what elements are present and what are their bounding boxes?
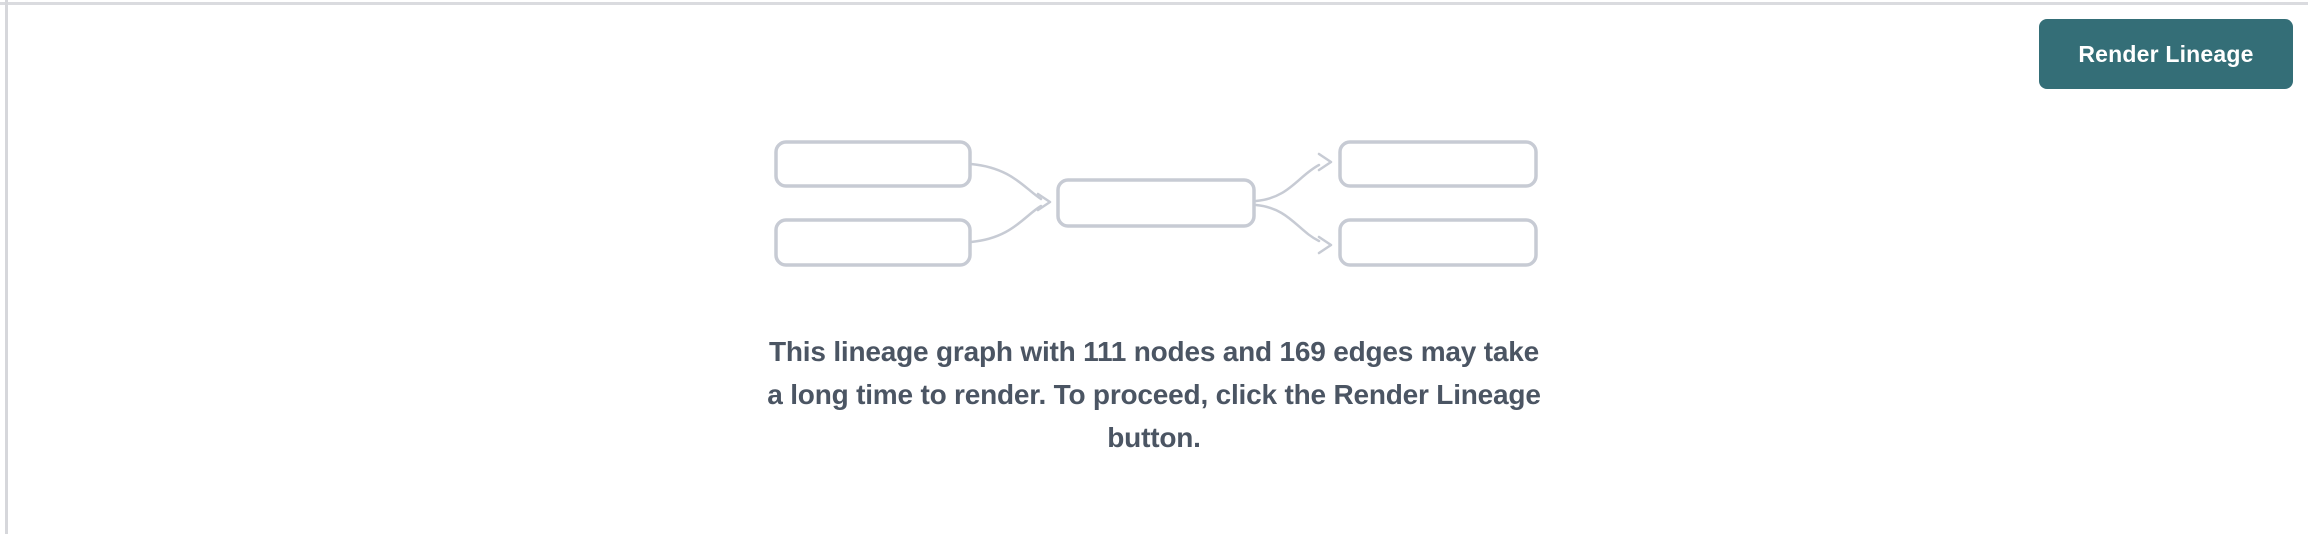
- lineage-placeholder-graphic: [774, 140, 1538, 267]
- message-line-3: button.: [1107, 422, 1201, 453]
- placeholder-node-left-top: [774, 140, 972, 188]
- placeholder-node-right-bottom: [1338, 218, 1538, 267]
- message-line-2: a long time to render. To proceed, click…: [767, 379, 1541, 410]
- arrowhead-right-bottom: [1317, 235, 1333, 255]
- panel-top-border: [0, 2, 2308, 5]
- placeholder-node-right-top: [1338, 140, 1538, 188]
- placeholder-node-left-bottom: [774, 218, 972, 267]
- placeholder-node-middle: [1056, 178, 1256, 228]
- render-lineage-button[interactable]: Render Lineage: [2039, 19, 2293, 89]
- panel-left-divider: [5, 0, 8, 534]
- arrowhead-middle: [1036, 192, 1052, 212]
- arrowhead-right-top: [1317, 152, 1333, 172]
- message-line-1: This lineage graph with 111 nodes and 16…: [769, 336, 1539, 367]
- empty-state-message: This lineage graph with 111 nodes and 16…: [0, 330, 2308, 459]
- placeholder-edges: [969, 152, 1333, 255]
